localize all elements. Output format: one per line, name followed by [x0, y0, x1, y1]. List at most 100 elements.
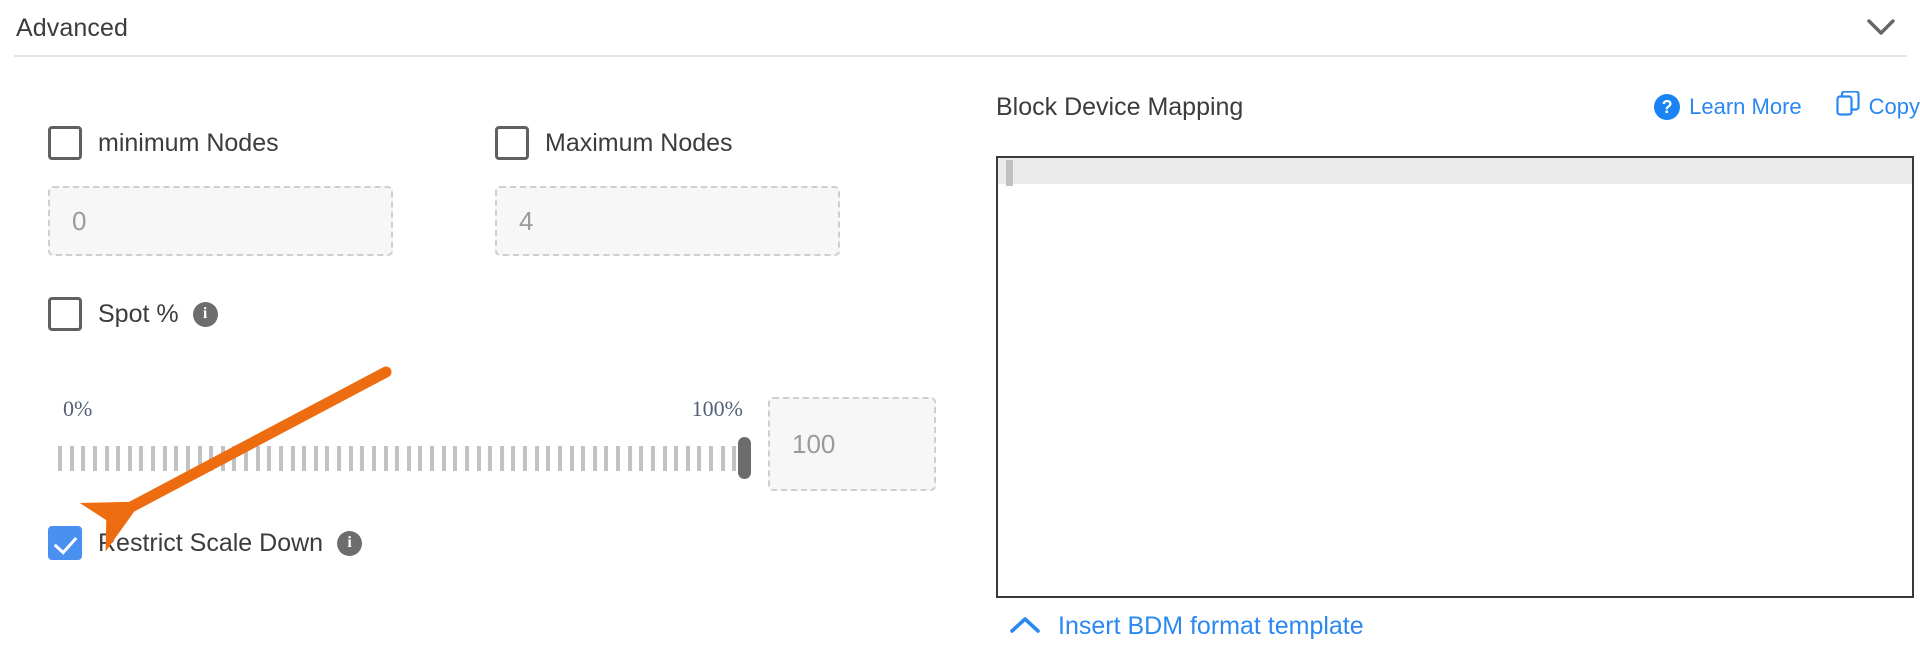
- slider-tick: [557, 446, 562, 471]
- maximum-nodes-input-value: 4: [519, 205, 534, 236]
- slider-tick: [197, 446, 202, 471]
- slider-tick: [720, 446, 725, 471]
- slider-tick: [616, 446, 620, 471]
- slider-tick: [174, 446, 179, 471]
- bdm-code-editor[interactable]: [996, 156, 1914, 598]
- slider-tick: [69, 446, 74, 471]
- editor-content[interactable]: [1022, 188, 1908, 592]
- maximum-nodes-input[interactable]: 4: [495, 186, 840, 256]
- copy-label: Copy: [1868, 94, 1920, 119]
- slider-tick: [209, 446, 214, 471]
- spot-percent-slider-group: 0% 100%: [58, 396, 751, 479]
- maximum-nodes-label: Maximum Nodes: [545, 128, 733, 157]
- info-icon[interactable]: i: [192, 301, 218, 327]
- slider-tick: [116, 446, 121, 471]
- slider-tick: [162, 446, 167, 471]
- slider-tick: [534, 446, 539, 471]
- slider-tick: [255, 446, 260, 471]
- slider-tick: [627, 446, 632, 471]
- slider-tick: [371, 446, 376, 471]
- spot-percent-slider[interactable]: [58, 437, 751, 479]
- slider-tick: [278, 446, 283, 471]
- slider-tick: [464, 446, 469, 471]
- slider-tick: [441, 446, 446, 471]
- maximum-nodes-row: Maximum Nodes: [495, 126, 733, 160]
- learn-more-link[interactable]: ? Learn More: [1654, 94, 1802, 120]
- chevron-up-icon: [1010, 612, 1040, 641]
- slider-tick: [499, 446, 504, 471]
- slider-tick: [267, 446, 272, 471]
- spot-percent-label: Spot %: [98, 299, 179, 328]
- block-device-mapping-panel: Block Device Mapping ? Learn More Copy: [996, 56, 1920, 656]
- slider-tick: [453, 446, 458, 471]
- slider-tick: [488, 446, 493, 471]
- slider-tick: [127, 446, 132, 471]
- slider-tick: [348, 446, 353, 471]
- slider-tick: [290, 446, 295, 471]
- spot-percent-value-input[interactable]: 100: [768, 397, 936, 491]
- left-settings-column: minimum Nodes 0 Maximum Nodes 4 Spot % i…: [0, 56, 980, 656]
- copy-icon: [1836, 90, 1860, 123]
- learn-more-label: Learn More: [1689, 94, 1802, 119]
- editor-active-line: [998, 158, 1912, 184]
- minimum-nodes-input[interactable]: 0: [48, 186, 393, 256]
- bdm-title: Block Device Mapping: [996, 92, 1244, 121]
- page-title: Advanced: [16, 13, 128, 42]
- slider-tick: [674, 446, 679, 471]
- slider-tick: [232, 446, 237, 471]
- copy-link[interactable]: Copy: [1836, 90, 1920, 123]
- slider-tick: [383, 446, 388, 471]
- slider-tick: [569, 446, 574, 471]
- slider-tick: [151, 446, 155, 471]
- slider-tick: [662, 446, 667, 471]
- slider-tick: [604, 446, 609, 471]
- minimum-nodes-row: minimum Nodes: [48, 126, 279, 160]
- slider-thumb[interactable]: [738, 437, 751, 479]
- question-circle-icon: ?: [1654, 94, 1681, 120]
- chevron-down-icon[interactable]: [1864, 11, 1898, 45]
- header-divider: [14, 55, 1907, 57]
- minimum-nodes-input-value: 0: [72, 205, 87, 236]
- maximum-nodes-checkbox[interactable]: [495, 126, 529, 160]
- spot-percent-row: Spot % i: [48, 297, 218, 331]
- slider-tick: [58, 446, 62, 471]
- slider-tick: [302, 446, 307, 471]
- restrict-scale-down-label: Restrict Scale Down: [98, 528, 324, 557]
- slider-tick: [732, 446, 737, 471]
- slider-tick: [185, 446, 190, 471]
- slider-tick: [476, 446, 481, 471]
- slider-tick: [511, 446, 516, 471]
- slider-tick: [592, 446, 597, 471]
- slider-tick: [395, 446, 400, 471]
- slider-tick: [697, 446, 702, 471]
- slider-tick: [313, 446, 318, 471]
- slider-tick: [639, 446, 644, 471]
- slider-ticks: [58, 446, 748, 471]
- slider-tick: [360, 446, 365, 471]
- minimum-nodes-label: minimum Nodes: [98, 128, 279, 157]
- slider-tick: [650, 446, 655, 471]
- slider-tick: [406, 446, 411, 471]
- slider-tick: [685, 446, 690, 471]
- bdm-header: Block Device Mapping ? Learn More Copy: [996, 90, 1920, 124]
- spot-percent-checkbox[interactable]: [48, 297, 82, 331]
- info-icon[interactable]: i: [337, 530, 363, 556]
- insert-bdm-template-link[interactable]: Insert BDM format template: [1010, 612, 1364, 641]
- restrict-scale-down-row: Restrict Scale Down i: [48, 526, 363, 560]
- minimum-nodes-checkbox[interactable]: [48, 126, 82, 160]
- slider-tick: [104, 446, 109, 471]
- slider-tick: [546, 446, 551, 471]
- section-header: Advanced: [0, 0, 1920, 56]
- slider-labels: 0% 100%: [58, 396, 748, 426]
- slider-tick: [81, 446, 86, 471]
- restrict-scale-down-checkbox[interactable]: [48, 526, 82, 560]
- slider-tick: [581, 446, 586, 471]
- slider-tick: [92, 446, 97, 471]
- slider-tick: [220, 446, 225, 471]
- slider-tick: [709, 446, 713, 471]
- slider-tick: [325, 446, 330, 471]
- insert-bdm-template-label: Insert BDM format template: [1058, 612, 1364, 640]
- slider-tick: [244, 446, 248, 471]
- spot-percent-value: 100: [792, 428, 836, 459]
